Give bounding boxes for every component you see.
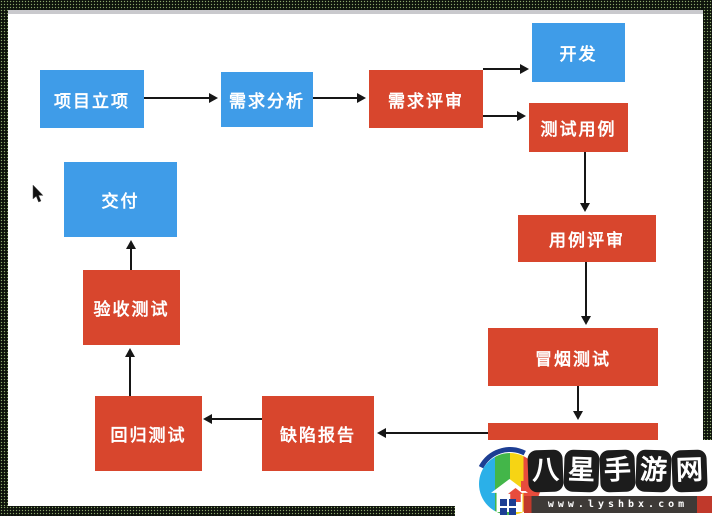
flow-arrow-project-initiation-to-requirements-analysis (144, 97, 211, 99)
logo-chimney (521, 481, 527, 491)
flow-node-project-initiation[interactable]: 项目立项 (40, 70, 144, 128)
arrowhead-right-icon (209, 93, 218, 103)
flow-node-regression-testing[interactable]: 回归测试 (95, 396, 202, 471)
watermark-url-text: www.lyshbx.com (547, 499, 689, 510)
flow-node-requirements-review[interactable]: 需求评审 (369, 70, 483, 128)
watermark-seal-char: 游 (635, 449, 672, 493)
flow-node-label: 冒烟测试 (535, 349, 611, 370)
flow-node-acceptance-testing[interactable]: 验收测试 (83, 270, 180, 345)
watermark-seal-char: 手 (599, 449, 636, 493)
arrowhead-right-icon (520, 64, 529, 74)
flow-arrow-requirements-review-to-test-cases (483, 115, 519, 117)
flow-node-requirements-analysis[interactable]: 需求分析 (221, 72, 313, 127)
mouse-cursor-icon (32, 184, 45, 203)
watermark-site-name: 八星手游网 (527, 449, 708, 493)
flow-arrow-test-cases-to-case-review (584, 152, 586, 205)
watermark-seal-char: 八 (527, 449, 564, 493)
flow-node-label: 交付 (101, 192, 140, 212)
arrowhead-up-icon (126, 240, 136, 249)
flow-arrow-hidden-box-to-defect-report (384, 432, 488, 434)
watermark-url: www.lyshbx.com (524, 496, 712, 513)
border-dither-top (0, 0, 712, 10)
flow-node-label: 缺陷报告 (280, 426, 356, 446)
logo-mini-house (508, 488, 523, 502)
flow-node-label: 需求分析 (229, 92, 305, 112)
border-dither-bottom (0, 506, 712, 516)
watermark-seal-char: 网 (671, 449, 708, 493)
arrowhead-up-icon (125, 348, 135, 357)
arrowhead-down-icon (580, 203, 590, 212)
flow-node-label: 回归测试 (110, 426, 187, 446)
flow-node-label: 需求评审 (388, 91, 464, 112)
logo-window-grid (500, 499, 517, 515)
arrowhead-down-icon (581, 316, 591, 325)
flow-arrow-smoke-testing-to-hidden-box (577, 386, 579, 413)
arrowhead-left-icon (377, 428, 386, 438)
flow-node-label: 用例评审 (549, 231, 625, 251)
flow-node-case-review[interactable]: 用例评审 (518, 215, 656, 262)
flow-node-label: 开发 (559, 45, 598, 65)
watermark-seal-char: 星 (563, 449, 600, 493)
border-dither-left (0, 0, 8, 516)
flow-arrow-acceptance-testing-to-delivery (130, 247, 132, 270)
flow-arrow-requirements-review-to-development (483, 68, 522, 70)
flow-node-label: 项目立项 (54, 91, 130, 112)
flow-node-label: 验收测试 (93, 300, 170, 320)
flow-node-smoke-testing[interactable]: 冒烟测试 (488, 328, 658, 386)
border-gray-line (8, 10, 703, 14)
flow-arrow-defect-report-to-regression-testing (210, 418, 262, 420)
arrowhead-down-icon (573, 411, 583, 420)
flow-arrow-requirements-analysis-to-requirements-review (313, 97, 359, 99)
arrowhead-right-icon (357, 93, 366, 103)
flow-node-label: 测试用例 (540, 120, 617, 140)
arrowhead-left-icon (203, 414, 212, 424)
arrowhead-right-icon (517, 111, 526, 121)
flow-arrow-case-review-to-smoke-testing (585, 262, 587, 318)
border-dither-right (703, 0, 712, 516)
flow-node-test-cases[interactable]: 测试用例 (529, 103, 628, 152)
flow-node-delivery[interactable]: 交付 (64, 162, 177, 237)
flow-node-development[interactable]: 开发 (532, 23, 625, 82)
flow-arrow-regression-testing-to-acceptance-testing (129, 355, 131, 396)
flow-node-defect-report[interactable]: 缺陷报告 (262, 396, 374, 471)
